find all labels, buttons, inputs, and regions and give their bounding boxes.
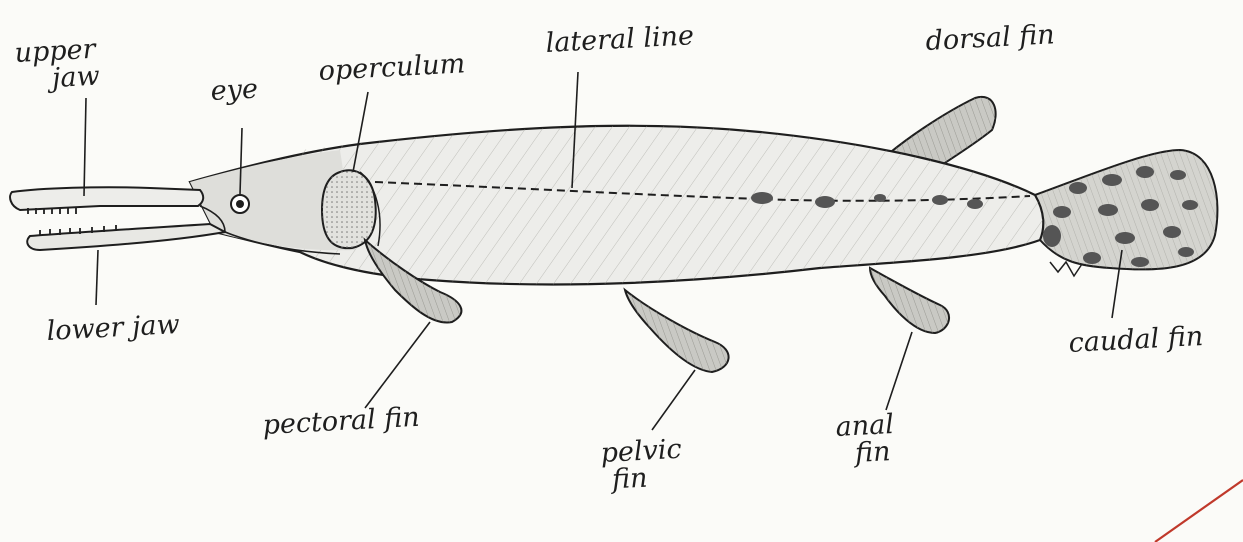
pen-mark <box>1155 480 1243 542</box>
label-anal-fin: anal fin <box>835 411 896 468</box>
upper-teeth <box>28 208 76 214</box>
label-pectoral-fin: pectoral fin <box>262 404 420 439</box>
label-lower-jaw: lower jaw <box>46 311 180 345</box>
label-upper-jaw: upper jaw <box>14 36 100 94</box>
lower-jaw <box>27 224 225 250</box>
upper-jaw <box>10 187 203 210</box>
label-dorsal-fin: dorsal fin <box>925 21 1055 55</box>
label-pelvic-fin: pelvic fin <box>600 436 684 494</box>
label-operculum: operculum <box>318 50 466 85</box>
label-lateral-line: lateral line <box>545 22 695 57</box>
label-eye: eye <box>210 76 259 105</box>
label-caudal-fin: caudal fin <box>1068 323 1204 357</box>
